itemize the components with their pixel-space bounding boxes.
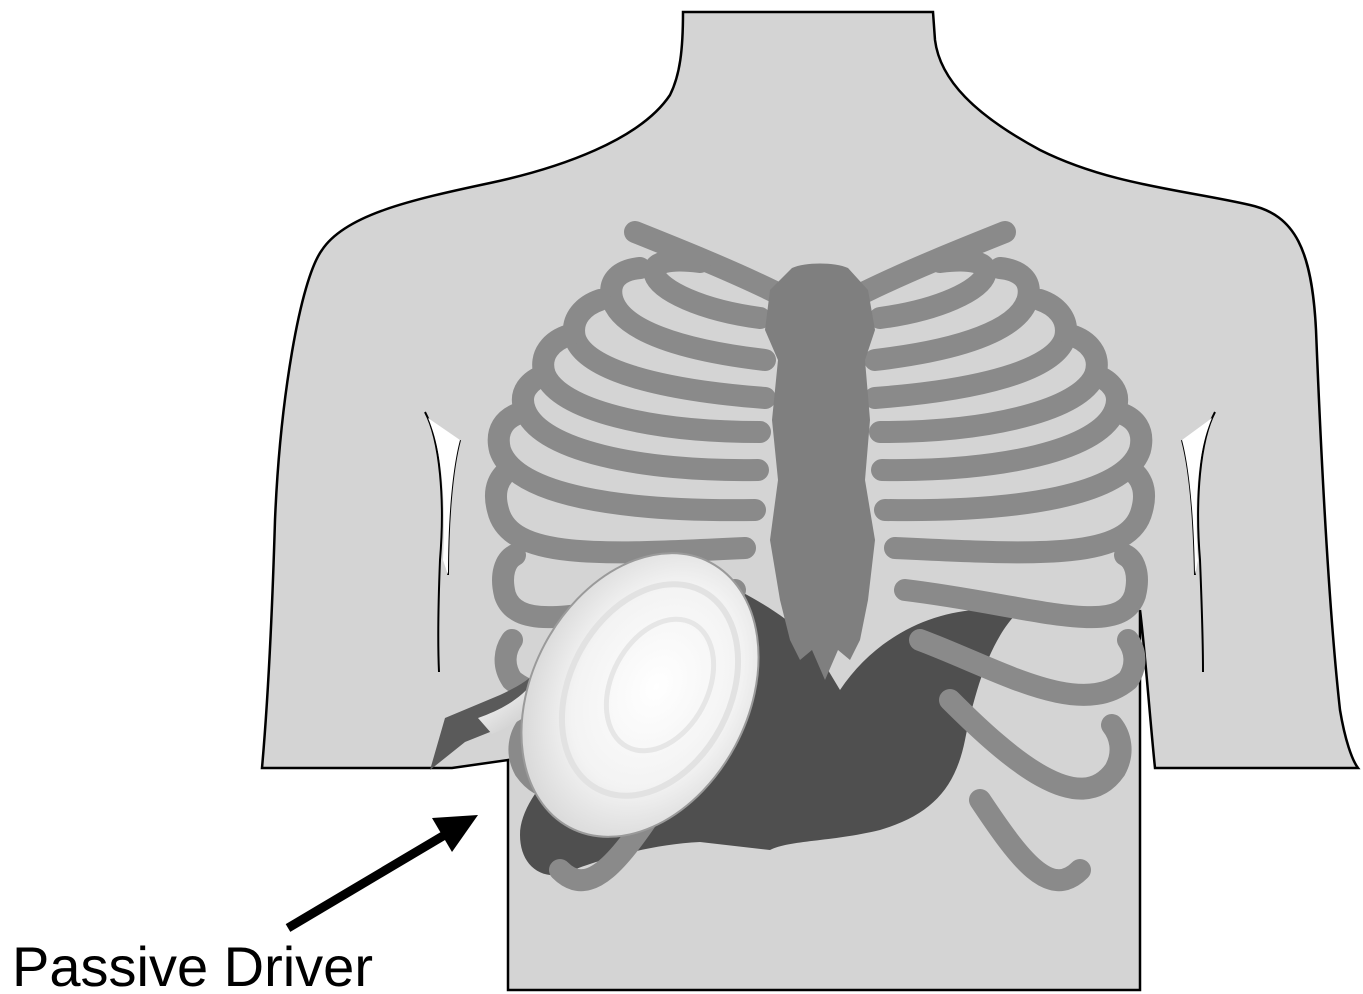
callout-label: Passive Driver — [12, 935, 373, 994]
callout-arrow — [288, 815, 478, 928]
